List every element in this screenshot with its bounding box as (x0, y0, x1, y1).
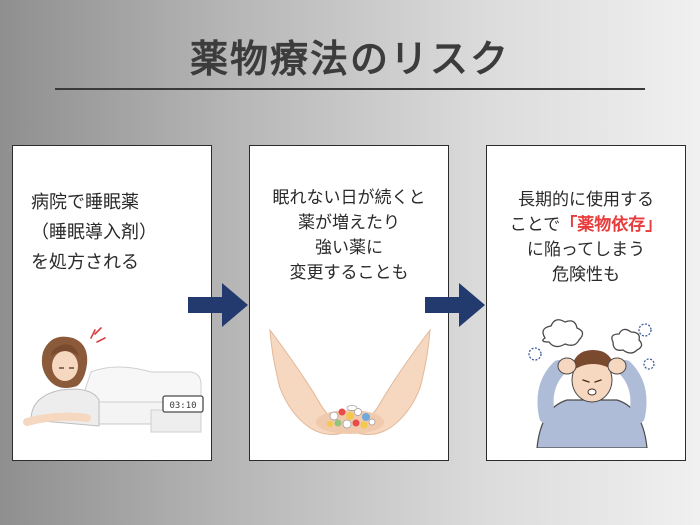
card-line: を処方される (31, 252, 139, 273)
card-line: 眠れない日が続くと (272, 188, 426, 208)
arrow-right-icon (425, 283, 485, 327)
page-title: 薬物療法のリスク (189, 37, 510, 81)
step-card-dependence: 長期的に使用する ことで「薬物依存」 に陥ってしまう 危険性も (486, 145, 686, 461)
step-card-increase: 眠れない日が続くと 薬が増えたり 強い薬に 変更することも (249, 145, 449, 461)
sleepless-woman-illustration: 03:10 (23, 327, 204, 433)
card-line-text: ことで (509, 215, 561, 235)
card-text: 長期的に使用する ことで「薬物依存」 に陥ってしまう 危険性も (487, 188, 685, 288)
card-text: 眠れない日が続くと 薬が増えたり 強い薬に 変更することも (250, 186, 448, 286)
title-divider (55, 88, 645, 90)
stressed-man-illustration (528, 319, 655, 448)
card-line: （睡眠導入剤） (31, 222, 157, 243)
card-line: 長期的に使用する (518, 190, 654, 210)
step-card-prescription: 病院で睡眠薬 （睡眠導入剤） を処方される 03:10 (12, 145, 212, 461)
arrow-right-icon (188, 283, 248, 327)
card-text: 病院で睡眠薬 （睡眠導入剤） を処方される (31, 188, 206, 278)
card-line: ことで「薬物依存」 (487, 213, 685, 238)
card-line: 危険性も (552, 265, 620, 285)
card-line: 変更することも (289, 263, 409, 283)
card-line: 薬が増えたり (298, 213, 400, 233)
card-line: に陥ってしまう (526, 240, 646, 260)
drug-dependence-highlight: 「薬物依存」 (560, 215, 663, 235)
hands-with-pills-illustration (269, 328, 431, 435)
clock-time: 03:10 (169, 401, 196, 411)
card-line: 強い薬に (315, 238, 383, 258)
card-line: 病院で睡眠薬 (31, 192, 139, 213)
